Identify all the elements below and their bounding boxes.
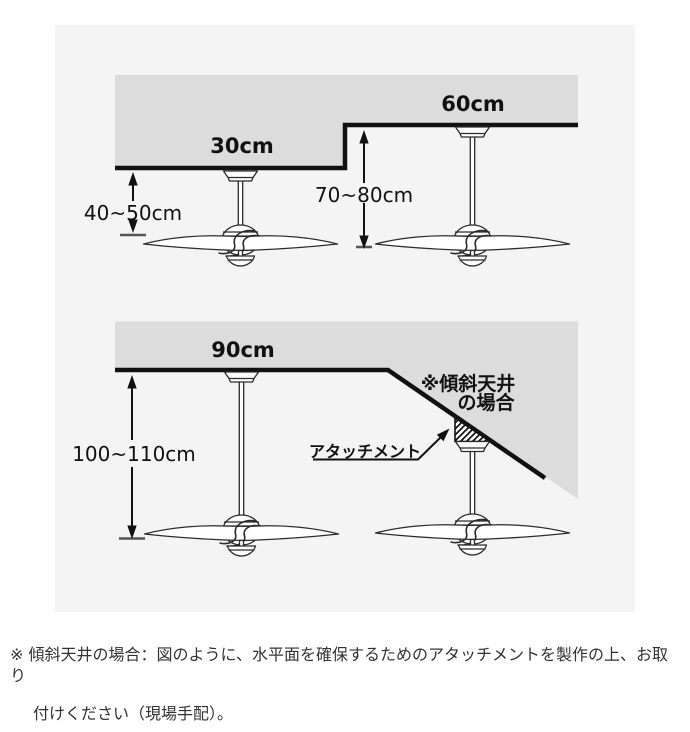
clearance-label-upper-left: 30cm bbox=[210, 134, 274, 158]
arrowhead-up bbox=[127, 375, 137, 389]
fan-blades bbox=[374, 524, 571, 541]
drop-height-label-upper-left: 40~50cm bbox=[83, 201, 183, 225]
fan-blades bbox=[374, 235, 571, 252]
fan-light bbox=[457, 544, 488, 556]
lower-ceiling-edge bbox=[115, 367, 547, 480]
drop-height-label-upper-right: 70~80cm bbox=[314, 183, 414, 207]
footnote-line2: 付けください（現場手配）。 bbox=[33, 704, 234, 723]
fan-downrod bbox=[237, 178, 244, 229]
measurement-arrows bbox=[119, 130, 372, 540]
arrowhead-up bbox=[359, 130, 369, 144]
fan-downrod bbox=[238, 379, 245, 519]
fan-blades bbox=[142, 235, 339, 252]
sloped-ceiling-caption-line2: の場合 bbox=[457, 392, 515, 414]
ceiling-fan-figure bbox=[142, 170, 339, 267]
arrowhead-down bbox=[128, 219, 138, 233]
fan-canopy bbox=[454, 126, 491, 138]
footnote: ※ 傾斜天井の場合：図のように、水平面を確保するためのアタッチメントを製作の上、… bbox=[10, 644, 682, 724]
diagram-panel: 30cm 60cm 40~50cm 70~80cm 90cm 100~110cm… bbox=[55, 25, 635, 612]
fan-blades bbox=[143, 525, 340, 542]
upper-ceiling-edge bbox=[115, 122, 578, 171]
fan-light bbox=[226, 545, 257, 557]
upper-ceiling bbox=[115, 75, 578, 168]
lower-ceiling bbox=[115, 321, 578, 499]
arrowhead-down bbox=[359, 235, 369, 249]
ceiling-fans bbox=[142, 126, 571, 557]
clearance-label-lower: 90cm bbox=[211, 338, 275, 362]
ceiling-fan-figure bbox=[143, 371, 340, 557]
fan-light bbox=[457, 255, 488, 267]
attachment-pointer-arrowhead bbox=[436, 428, 450, 442]
drop-height-label-lower: 100~110cm bbox=[72, 442, 196, 466]
clearance-label-upper-right: 60cm bbox=[441, 92, 505, 116]
attachment-label: アタッチメント bbox=[309, 442, 422, 461]
attachment-pointer-line bbox=[313, 436, 442, 461]
fan-light bbox=[225, 255, 256, 267]
ceiling-fan-figure bbox=[374, 126, 571, 267]
fan-downrod bbox=[469, 448, 476, 518]
arrowhead-down bbox=[127, 525, 137, 539]
fan-downrod bbox=[469, 134, 476, 229]
footnote-line1: ※ 傾斜天井の場合：図のように、水平面を確保するためのアタッチメントを製作の上、… bbox=[10, 645, 669, 685]
fan-canopy bbox=[222, 170, 259, 182]
fan-canopy bbox=[223, 371, 260, 383]
diagram-graphics bbox=[115, 75, 578, 557]
fan-canopy bbox=[454, 440, 491, 453]
ceiling-fan-figure bbox=[374, 440, 571, 556]
arrowhead-up bbox=[128, 172, 138, 186]
sloped-ceiling-caption-line1: ※傾斜天井 bbox=[420, 373, 516, 395]
